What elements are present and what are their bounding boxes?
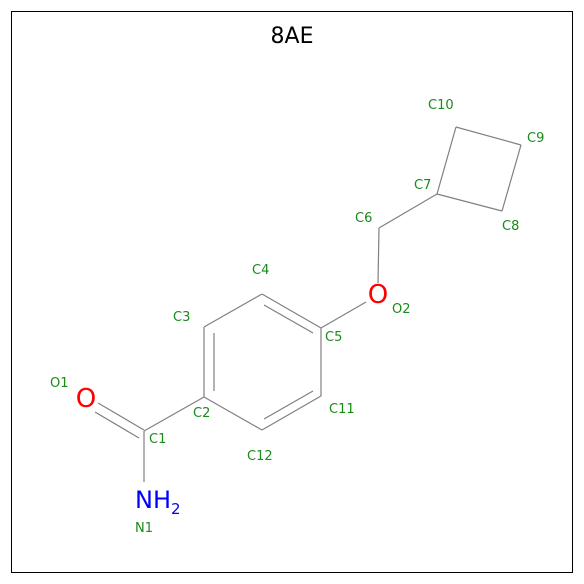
atom-label-c7: C7 [414, 178, 431, 193]
atom-label-c3: C3 [173, 310, 190, 325]
bond-c7-c10 [436, 126, 457, 195]
atom-label-c12: C12 [247, 449, 273, 464]
bond-c12-c2 [203, 396, 263, 431]
atom-label-c2: C2 [193, 406, 210, 421]
atom-label-c10: C10 [428, 98, 454, 113]
bond-layer [94, 126, 522, 482]
atom-label-c5: C5 [325, 330, 342, 345]
bond-c9-c8 [501, 144, 522, 212]
bond-o2-c6 [377, 227, 380, 284]
atom-label-o2: O2 [392, 302, 411, 317]
bond-c6-c7 [378, 193, 438, 229]
molecule-title: 8AE [270, 24, 314, 49]
atom-label-n1: N1 [135, 521, 153, 536]
bond-c10-c9 [455, 126, 522, 146]
image-frame [11, 11, 573, 573]
nitrogen-n1-main: NH [135, 486, 171, 514]
atom-label-c9: C9 [527, 131, 544, 146]
atom-label-layer: C1 C2 C3 C4 C5 C6 C7 C8 C9 C10 C11 C12 O… [50, 98, 544, 536]
element-layer: O O NH2 [76, 280, 388, 518]
bond-c4-c5 [261, 293, 322, 329]
bond-c5-o2 [320, 301, 367, 329]
bond-c1-o1-a [97, 402, 145, 431]
bond-c11-c12 [261, 395, 322, 431]
oxygen-o1-symbol: O [76, 384, 96, 414]
atom-label-o1: O1 [50, 376, 69, 391]
atom-label-c1: C1 [149, 432, 166, 447]
bond-c3-c4 [203, 293, 263, 328]
atom-label-c4: C4 [252, 263, 269, 278]
atom-label-c11: C11 [329, 402, 355, 417]
bond-c11-c12-inner [263, 390, 314, 420]
bond-c8-c7 [436, 193, 503, 212]
atom-label-c8: C8 [502, 219, 519, 234]
atom-label-c6: C6 [355, 211, 372, 226]
oxygen-o2-symbol: O [368, 280, 388, 310]
bond-c4-c5-inner [263, 304, 314, 334]
nitrogen-n1-subscript: 2 [171, 500, 181, 518]
bond-c1-c2 [143, 396, 205, 432]
bond-c1-o1-b [94, 411, 140, 439]
nitrogen-n1-symbol: NH2 [135, 486, 181, 518]
